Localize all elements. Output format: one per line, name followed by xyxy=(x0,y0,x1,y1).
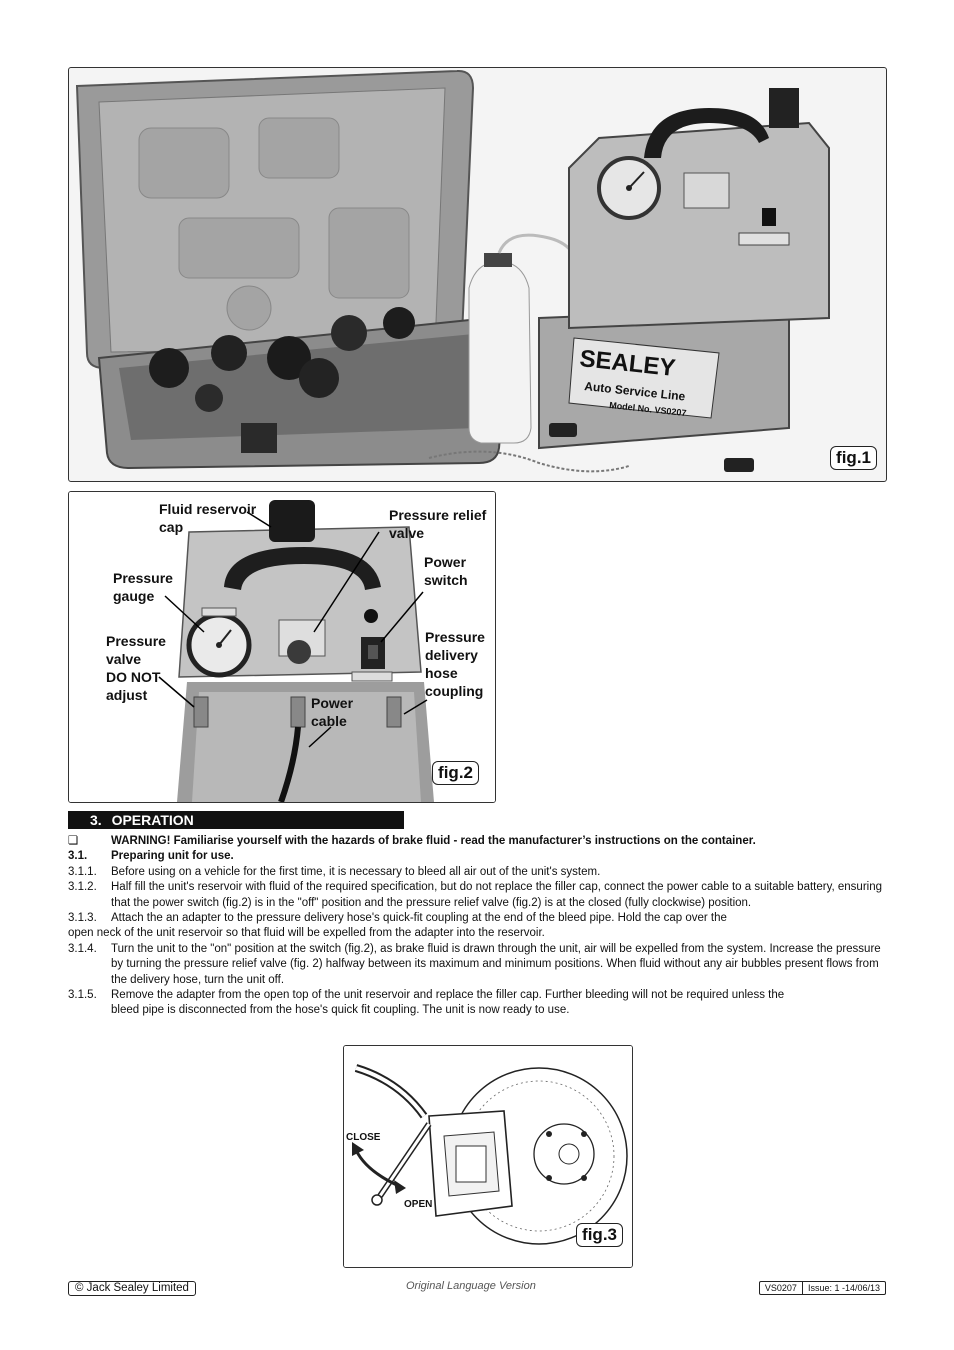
figure-1-photo: SEALEY Auto Service Line Model No. VS020… xyxy=(75,69,830,473)
fig-1-label: fig.1 xyxy=(830,446,877,470)
callout-power-cable: Power cable xyxy=(311,695,354,729)
list-item: 3.1.1. Before using on a vehicle for the… xyxy=(68,865,888,880)
list-item-number: 3.1.5. xyxy=(68,989,97,1002)
list-item-text: WARNING! Familiarise yourself with the h… xyxy=(111,835,756,847)
figure-2-photo xyxy=(69,492,495,802)
list-item: 3.1.3. Attach the an adapter to the pres… xyxy=(68,911,888,926)
operation-list: ❏ WARNING! Familiarise yourself with the… xyxy=(68,834,888,1019)
list-item-text: Attach the an adapter to the pressure de… xyxy=(111,912,727,925)
section-number: 3. xyxy=(90,812,102,828)
callout-pressure-valve: Pressure valve DO NOT adjust xyxy=(106,633,166,703)
issue-box: VS0207 Issue: 1 -14/06/13 xyxy=(758,1281,886,1295)
list-item-text: Preparing unit for use. xyxy=(111,850,234,863)
list-item-number: 3.1.1. xyxy=(68,865,97,878)
list-item-continuation: open neck of the unit reservoir so that … xyxy=(68,926,888,941)
callout-fluid-reservoir-cap: Fluid reservoir cap xyxy=(159,501,257,535)
callout-delivery-coupling: Pressure delivery hose coupling xyxy=(425,629,485,699)
list-item: ❏ WARNING! Familiarise yourself with the… xyxy=(68,834,888,849)
open-label: OPEN xyxy=(404,1199,433,1210)
close-label: CLOSE xyxy=(346,1132,381,1143)
callout-pressure-gauge: Pressure gauge xyxy=(113,570,173,604)
list-item-number: 3.1. xyxy=(68,850,88,863)
issue-info: Issue: 1 -14/06/13 xyxy=(801,1282,885,1294)
callout-pressure-relief-valve: Pressure relief valve xyxy=(389,507,487,541)
section-title: OPERATION xyxy=(111,812,194,828)
list-item: 3.1.2. Half fill the unit's reservoir wi… xyxy=(68,880,888,911)
figure-3: CLOSE OPEN fig.3 xyxy=(343,1045,633,1268)
list-item-number: ❏ xyxy=(68,835,79,847)
section-heading: 3. OPERATION xyxy=(68,811,404,829)
list-item: 3.1.5. Remove the adapter from the open … xyxy=(68,988,888,1019)
list-item: 3.1. Preparing unit for use. xyxy=(68,849,888,864)
copyright: © Jack Sealey Limited xyxy=(68,1281,196,1296)
list-item: 3.1.4. Turn the unit to the "on" positio… xyxy=(68,942,888,988)
list-item-number: 3.1.4. xyxy=(68,942,97,955)
figure-2: Fluid reservoir cap Pressure relief valv… xyxy=(68,491,496,803)
fig-3-label: fig.3 xyxy=(576,1223,623,1247)
callout-power-switch: Power switch xyxy=(424,554,468,588)
model-number: VS0207 xyxy=(764,1283,797,1293)
list-item-number: 3.1.3. xyxy=(68,912,97,925)
list-item-text: Turn the unit to the "on" position at th… xyxy=(111,942,881,986)
list-item-text: Half fill the unit's reservoir with flui… xyxy=(111,881,882,909)
list-item-text: Remove the adapter from the open top of … xyxy=(111,989,785,1017)
fig-2-label: fig.2 xyxy=(432,761,479,785)
list-item-number: 3.1.2. xyxy=(68,881,97,894)
list-item-continuation-text: open neck of the unit reservoir so that … xyxy=(68,927,545,940)
language-version: Original Language Version xyxy=(406,1280,536,1292)
figure-1: SEALEY Auto Service Line Model No. VS020… xyxy=(68,67,887,482)
list-item-text: Before using on a vehicle for the first … xyxy=(111,865,601,878)
